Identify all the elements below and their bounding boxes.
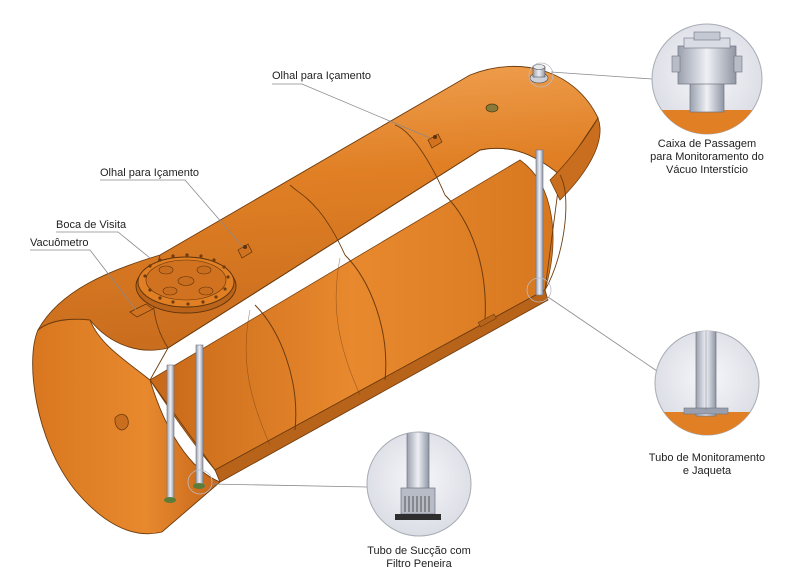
label-vacuometro: Vacuômetro bbox=[30, 237, 89, 249]
pipe-foot-2 bbox=[193, 483, 205, 489]
stiffener-rings bbox=[245, 194, 486, 446]
vacuum-gauge-icon bbox=[129, 303, 154, 318]
lifting-lug-icon bbox=[237, 243, 253, 259]
label-tubo-succao: Tubo de Sucção com Filtro Peneira bbox=[344, 545, 494, 571]
top-nozzle bbox=[485, 103, 499, 113]
label-caixa-line1: Caixa de Passagem bbox=[657, 138, 757, 150]
detail-bubble-suction-pipe bbox=[366, 431, 472, 537]
manhole-flange-icon bbox=[135, 253, 237, 314]
label-caixa-passagem: Caixa de Passagem para Monitoramento do … bbox=[632, 138, 782, 177]
drain-slot bbox=[477, 313, 497, 328]
leader-lines bbox=[30, 71, 658, 488]
monitoring-pipe bbox=[535, 149, 544, 296]
detail-bubble-monitoring-pipe bbox=[654, 330, 760, 436]
detail-marker-monitor bbox=[526, 277, 552, 303]
label-caixa-line2: para Monitoramento do bbox=[650, 151, 764, 163]
label-boca-visita: Boca de Visita bbox=[56, 219, 127, 231]
end-cap-fitting bbox=[114, 413, 129, 431]
label-tubo-monitoramento: Tubo de Monitoramento e Jaqueta bbox=[632, 452, 782, 478]
detail-bubble-monitoring-box bbox=[651, 23, 763, 135]
internal-pipes bbox=[164, 149, 544, 503]
detail-marker-box bbox=[528, 62, 554, 88]
pipe-foot-1 bbox=[164, 497, 176, 503]
tank-body bbox=[32, 65, 601, 535]
lifting-lug-top-icon bbox=[427, 133, 443, 149]
suction-pipe-2 bbox=[195, 344, 204, 486]
label-olhal-mid: Olhal para Içamento bbox=[100, 167, 200, 179]
label-tubo-suc-line1: Tubo de Sucção com bbox=[367, 545, 471, 557]
monitoring-box-icon bbox=[529, 64, 549, 84]
label-caixa-line3: Vácuo Interstício bbox=[666, 164, 748, 176]
label-tubo-mon-line1: Tubo de Monitoramento bbox=[648, 452, 766, 464]
suction-pipe-1 bbox=[166, 364, 175, 501]
detail-marker-suction bbox=[187, 469, 213, 495]
label-tubo-suc-line2: Filtro Peneira bbox=[386, 558, 452, 570]
label-tubo-mon-line2: e Jaqueta bbox=[682, 465, 732, 477]
tank-cut-edge bbox=[214, 289, 549, 483]
label-olhal-top: Olhal para Içamento bbox=[272, 70, 372, 82]
